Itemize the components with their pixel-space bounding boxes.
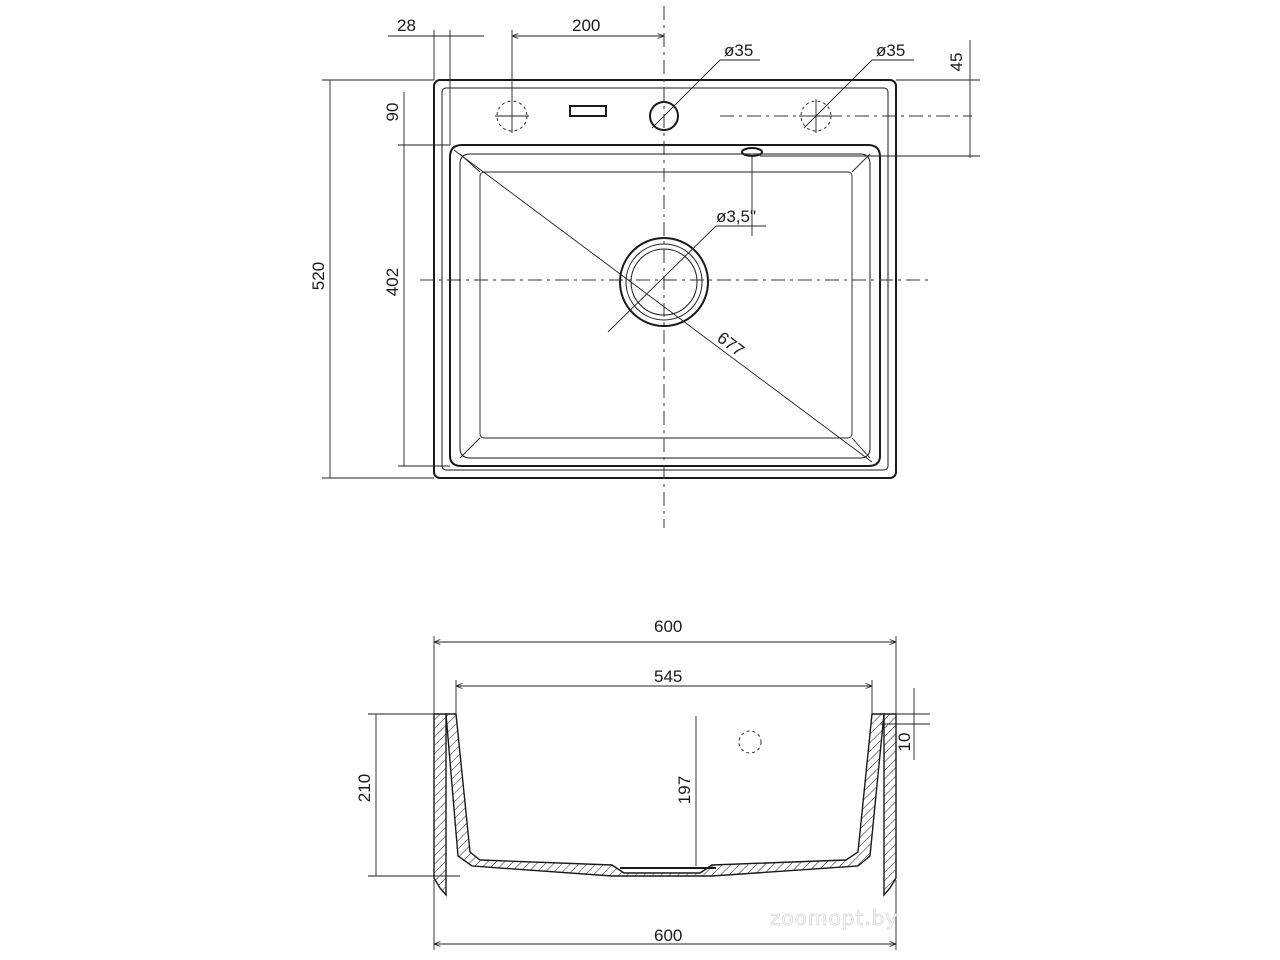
dim-520: 520 xyxy=(309,262,328,290)
dim-drain-dia: ø3,5" xyxy=(716,207,756,226)
dim-90: 90 xyxy=(383,103,402,122)
sink-outer-outline xyxy=(433,79,897,479)
dim-rim-10: 10 xyxy=(895,733,914,752)
left-wall-section xyxy=(433,713,447,897)
overflow-hole-side xyxy=(738,730,762,754)
dim-width-bottom-600: 600 xyxy=(654,926,682,945)
dim-height-210: 210 xyxy=(355,774,374,802)
dim-hole-dia-right: ø35 xyxy=(876,41,905,60)
bowl-floor xyxy=(479,171,853,439)
overflow-slot xyxy=(569,105,607,117)
bowl-shell-section xyxy=(445,713,885,877)
dim-diagonal-677: 677 xyxy=(714,328,748,360)
drain-outer xyxy=(619,237,709,327)
top-view: 28 200 ø35 ø35 45 90 402 520 ø3,5" 677 xyxy=(309,6,980,528)
dim-45: 45 xyxy=(947,53,966,72)
overflow-hole xyxy=(741,147,763,157)
bowl-outline xyxy=(449,144,881,467)
dim-width-top-600: 600 xyxy=(654,617,682,636)
tap-hole-center xyxy=(649,101,679,131)
dim-depth-197: 197 xyxy=(675,776,694,804)
dim-hole-dia-left: ø35 xyxy=(724,41,753,60)
watermark: zoomopt.by xyxy=(770,906,898,930)
bowl-inner-outline xyxy=(459,153,871,459)
side-view: 600 545 210 197 10 600 xyxy=(355,617,930,950)
dim-bowl-545: 545 xyxy=(654,667,682,686)
dim-28: 28 xyxy=(397,16,416,35)
sink-outer-inner-edge xyxy=(441,87,889,471)
dim-200: 200 xyxy=(572,16,600,35)
dim-402: 402 xyxy=(383,268,402,296)
